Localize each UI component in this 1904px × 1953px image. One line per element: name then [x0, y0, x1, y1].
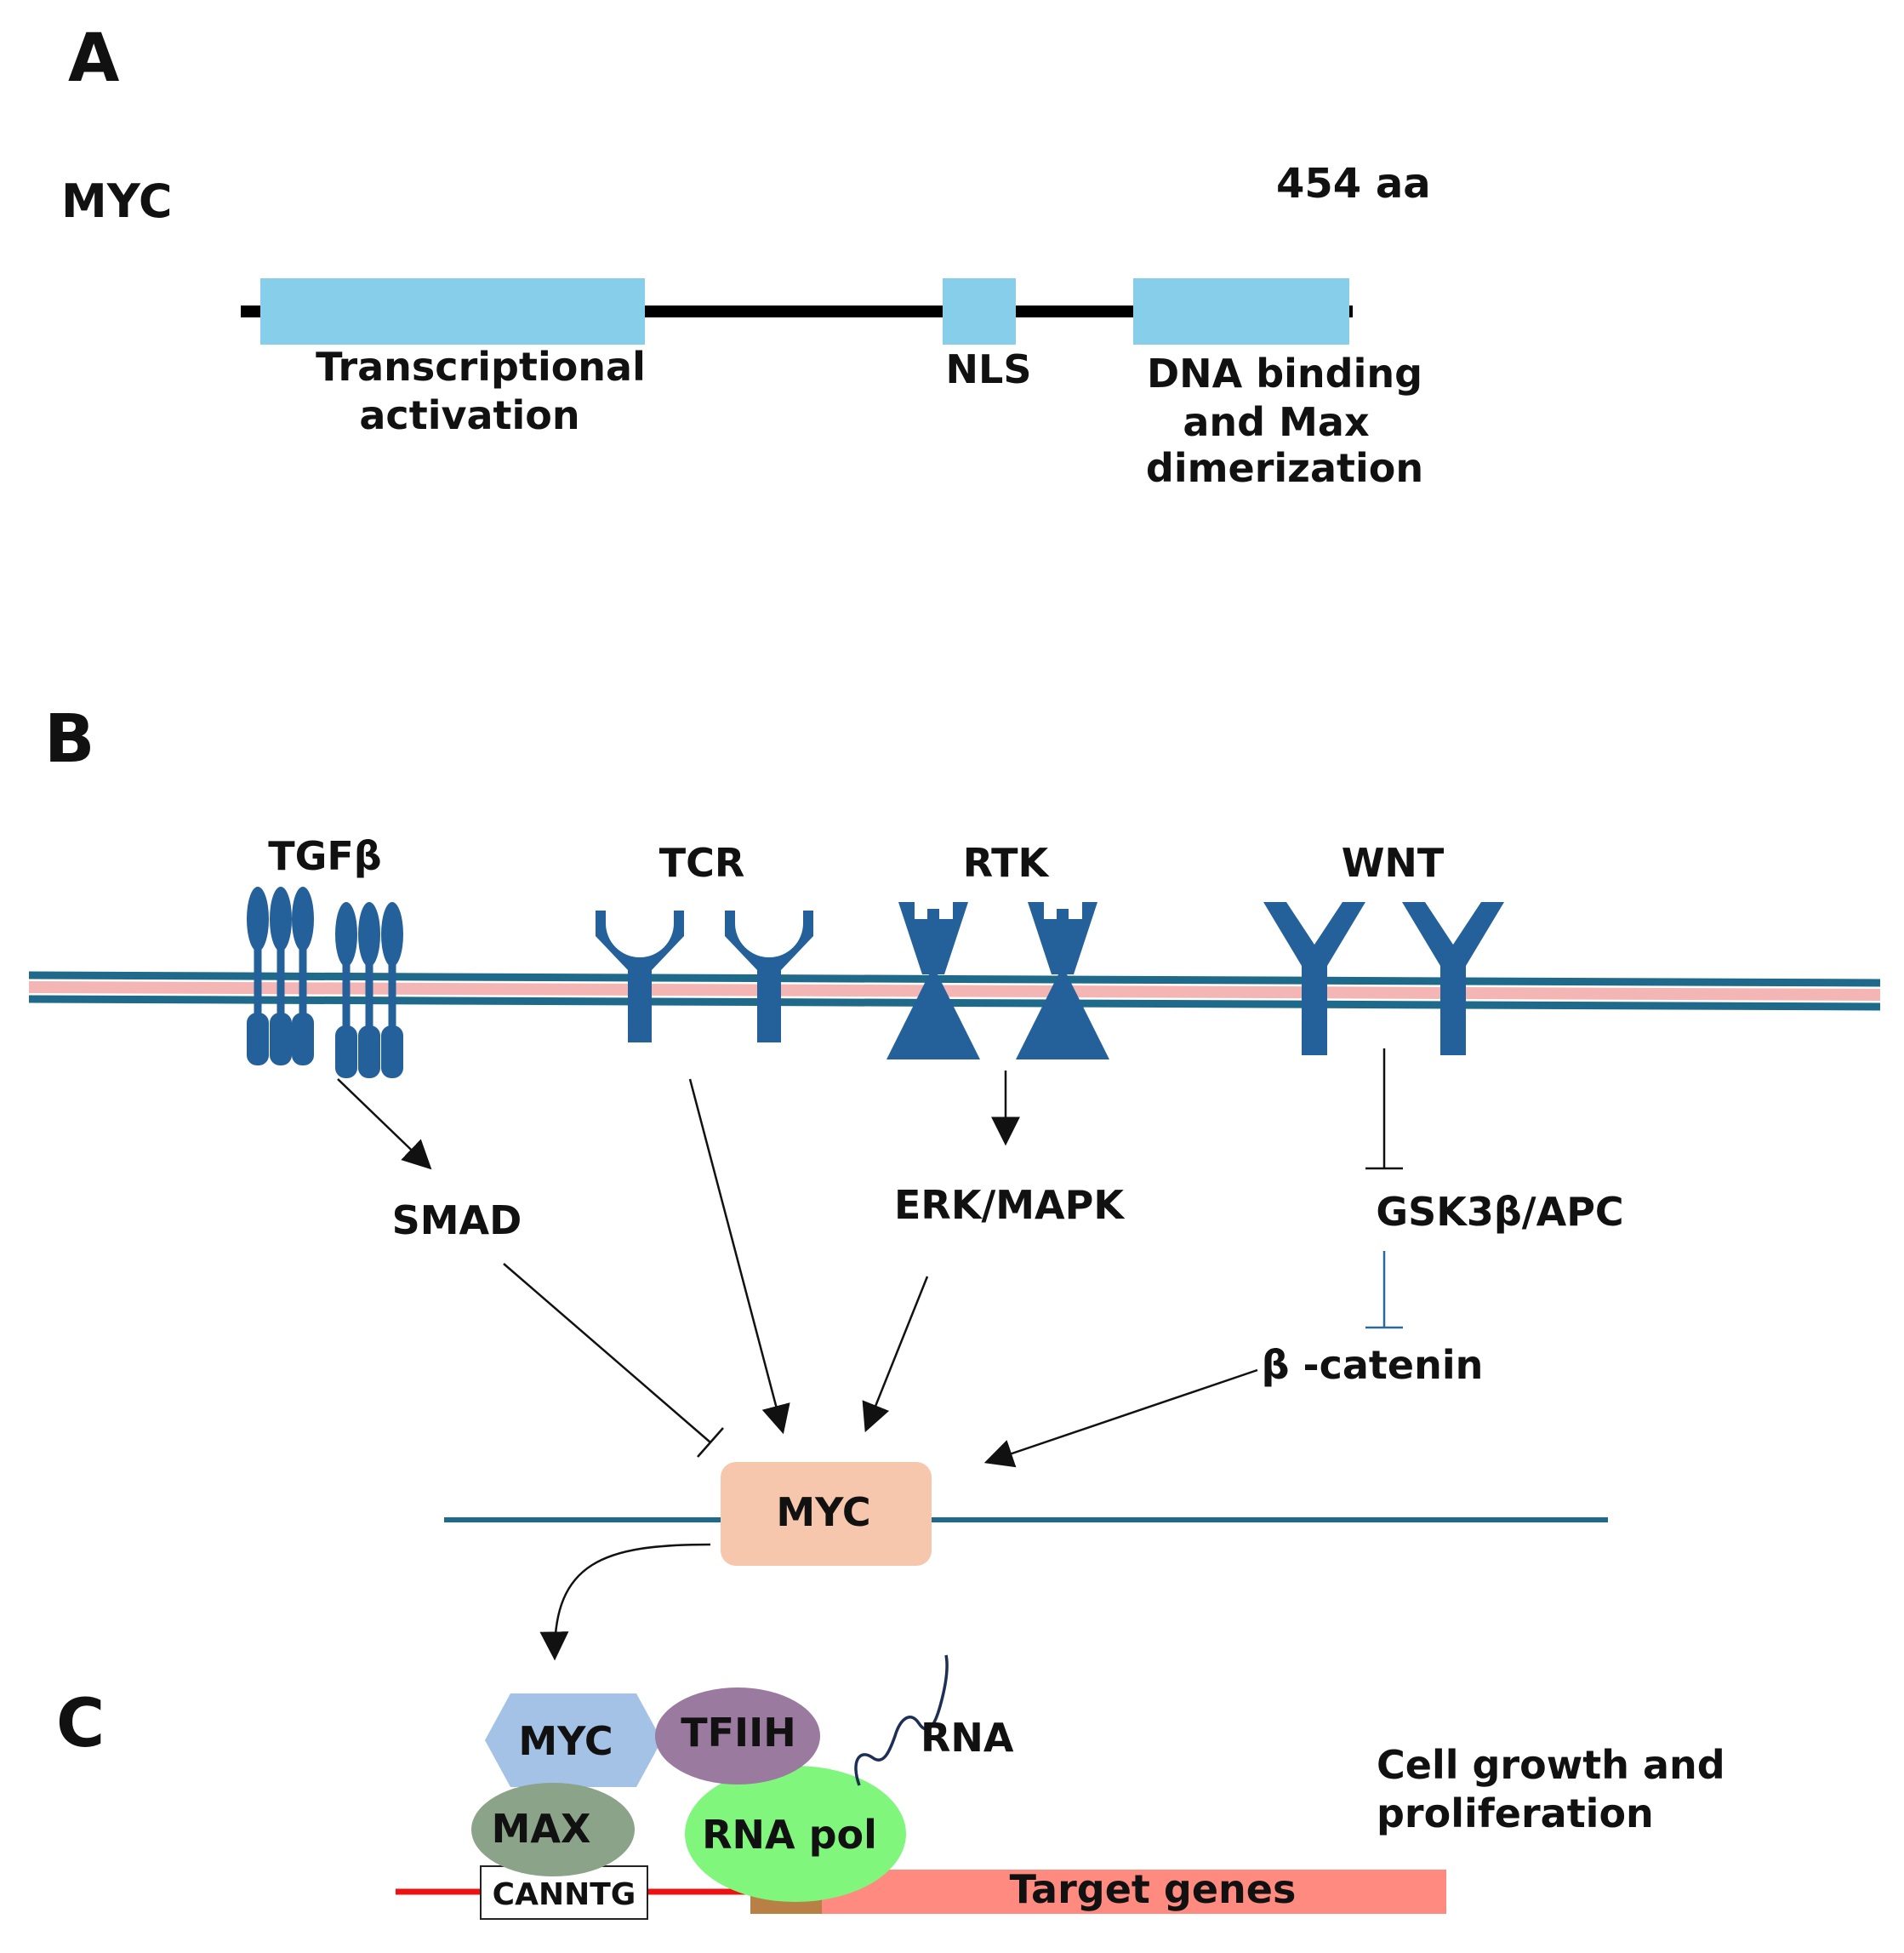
arrow-catenin-myc	[983, 1368, 1258, 1468]
panel-label-b: B	[44, 701, 94, 778]
domain-label-nls: NLS	[946, 346, 1032, 392]
protein-name: MYC	[61, 174, 173, 228]
ebox-label: CANNTG	[493, 1877, 636, 1912]
mediator-label-gsk: GSK3β/APC	[1376, 1189, 1623, 1235]
outcome-label-2: proliferation	[1377, 1790, 1654, 1836]
panel-a: A MYC 454 aa Transcriptional activation …	[61, 20, 1431, 491]
outcome-label-1: Cell growth and	[1377, 1742, 1725, 1788]
rna-pol-shape	[685, 1766, 906, 1902]
arrow-tgfb-smad	[337, 1078, 432, 1170]
mediator-label-smad: SMAD	[392, 1197, 522, 1243]
arrow-tcr-myc	[688, 1078, 790, 1435]
cell-membrane	[28, 971, 1881, 1011]
domain-label-ta-1: Transcriptional	[316, 344, 646, 390]
tgfb-receptor-icon	[247, 887, 403, 1078]
arrow-smad-myc-inhibit	[503, 1263, 711, 1443]
myc-gene-box	[721, 1462, 932, 1566]
panel-c: C Target genes CANNTG RNA pol MYC TFIIH …	[56, 1654, 1725, 1920]
target-genes-label: Target genes	[1010, 1866, 1297, 1912]
tfiih-shape	[655, 1687, 820, 1785]
rna-label: RNA	[921, 1715, 1014, 1761]
arrow-gsk-catenin-inhibit	[1365, 1251, 1403, 1329]
protein-length: 454 aa	[1276, 160, 1431, 208]
panel-b: B TGFβ TCR RTK WNT	[28, 701, 1881, 1661]
arrow-myc-to-complex	[539, 1543, 711, 1661]
receptor-label-rtk: RTK	[963, 840, 1051, 886]
receptor-label-tcr: TCR	[659, 840, 745, 886]
max-shape	[471, 1783, 635, 1876]
myc-protein-label: MYC	[518, 1718, 613, 1764]
mediator-label-catenin: β -catenin	[1262, 1342, 1484, 1388]
rna-pol-label: RNA pol	[702, 1812, 877, 1858]
panel-label-a: A	[68, 20, 119, 97]
receptor-label-wnt: WNT	[1342, 840, 1445, 886]
myc-gene-label: MYC	[776, 1489, 870, 1535]
domain-label-dbd-2: and Max	[1183, 399, 1369, 445]
mediator-label-erk: ERK/MAPK	[894, 1182, 1126, 1228]
receptor-label-tgfb: TGFβ	[268, 833, 382, 879]
rtk-receptor-icon	[886, 902, 1109, 1059]
panel-label-c: C	[56, 1686, 105, 1762]
rna-strand	[854, 1654, 949, 1786]
domain-label-ta-2: activation	[359, 392, 579, 438]
myc-protein-shape	[485, 1693, 662, 1787]
max-label: MAX	[492, 1806, 591, 1852]
pathway-arrows	[337, 1048, 1403, 1468]
domain-label-dbd-1: DNA binding	[1147, 351, 1422, 397]
arrow-erk-myc	[862, 1276, 929, 1433]
tcr-receptor-icon	[596, 911, 813, 1042]
wnt-receptor-icon	[1263, 902, 1504, 1055]
domain-label-dbd-3: dimerization	[1146, 445, 1423, 491]
domain-nls	[943, 278, 1016, 345]
tfiih-label: TFIIH	[681, 1710, 796, 1756]
domain-dna-binding	[1133, 278, 1349, 345]
domain-transcriptional-activation	[260, 278, 645, 345]
